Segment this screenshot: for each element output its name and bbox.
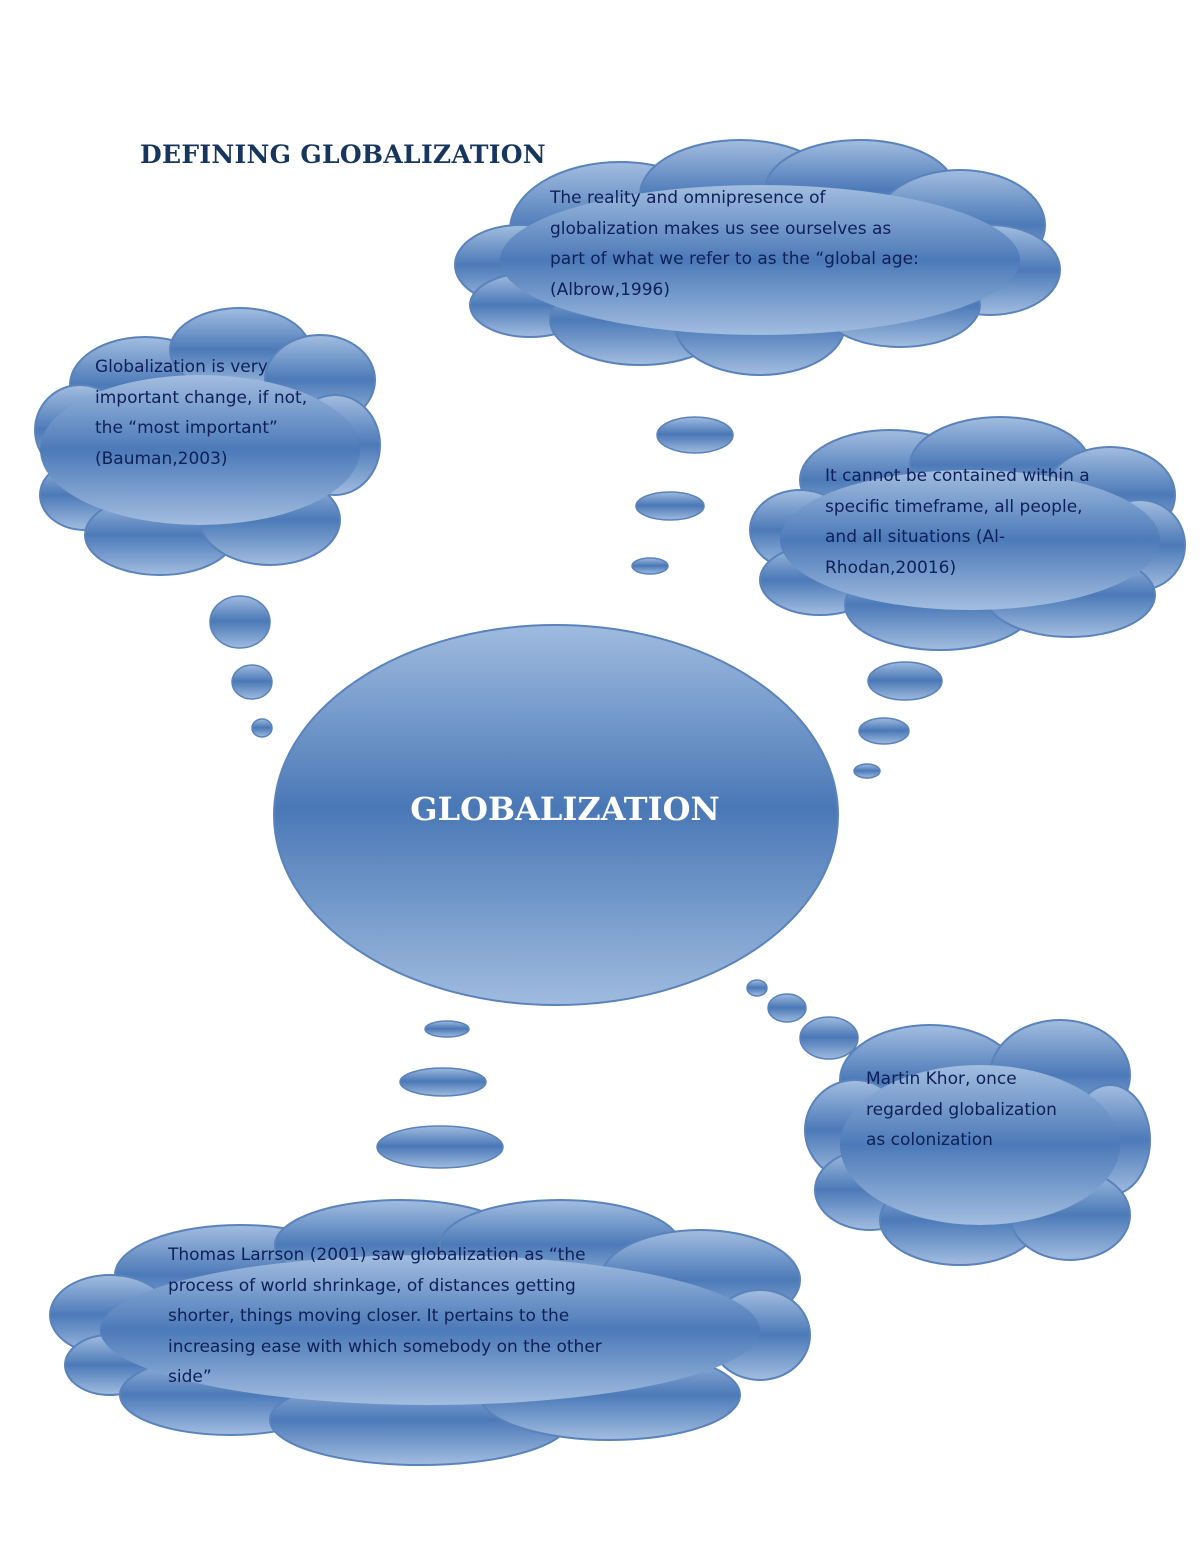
bubbles-to-alrhodan — [853, 661, 943, 779]
center-ellipse — [273, 624, 839, 1006]
bubbles-to-larrson — [376, 1020, 504, 1169]
bubbles-to-khor — [746, 979, 859, 1060]
page-title: DEFINING GLOBALIZATION — [140, 140, 546, 169]
bubbles-to-bauman — [209, 595, 273, 738]
center-label: GLOBALIZATION — [410, 790, 720, 828]
cloud-albrow-text: The reality and omnipresence of globaliz… — [550, 188, 919, 300]
cloud-larrson-text: Thomas Larrson (2001) saw globalization … — [168, 1245, 602, 1387]
cloud-albrow — [454, 139, 1061, 376]
cloud-bauman-text: Globalization is very important change, … — [95, 357, 308, 469]
cloud-alrhodan-text: It cannot be contained within a specific… — [825, 466, 1090, 578]
cloud-larrson — [49, 1199, 811, 1466]
cloud-khor-text: Martin Khor, once regarded globalization… — [866, 1069, 1057, 1150]
cloud-khor — [804, 1019, 1151, 1266]
cloud-bauman — [34, 307, 381, 576]
cloud-alrhodan — [749, 416, 1186, 651]
bubbles-to-albrow — [631, 416, 734, 575]
